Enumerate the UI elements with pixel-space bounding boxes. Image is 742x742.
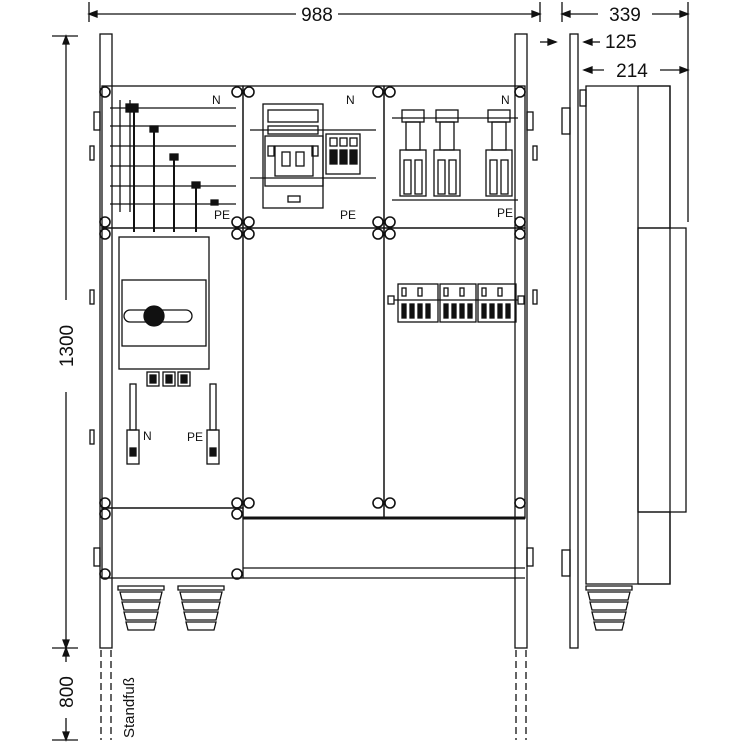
label-n-terminal: N <box>143 429 152 443</box>
side-housing <box>585 85 671 585</box>
corner-screws <box>99 86 526 580</box>
dimension-depth-box: 214 <box>582 61 690 82</box>
meter-unit <box>262 103 324 209</box>
front-view: Standfuß <box>89 33 538 740</box>
main-switch <box>118 236 220 465</box>
label-n-fuse: N <box>501 93 510 107</box>
depth-total-value: 339 <box>609 5 641 26</box>
dimension-height: 1300 <box>52 34 78 650</box>
foot-height-value: 800 <box>57 676 78 708</box>
right-post <box>514 33 528 649</box>
left-post <box>99 33 113 649</box>
standfuss-label: Standfuß <box>121 677 138 738</box>
busbar-system <box>110 100 236 232</box>
depth-box-value: 214 <box>616 61 648 82</box>
surge-protector <box>250 129 376 179</box>
side-post <box>569 33 579 649</box>
cable-gland-right <box>177 585 225 631</box>
terminal-blocks <box>387 283 525 323</box>
stand-foot-right <box>515 650 527 740</box>
side-cable-gland <box>585 585 633 631</box>
fuse-holders <box>392 109 518 201</box>
label-pe-terminal: PE <box>187 430 203 444</box>
side-view <box>561 33 687 649</box>
panel-terminals <box>383 227 526 519</box>
dimension-width: 988 <box>87 2 542 26</box>
label-pe-fuse: PE <box>497 206 513 220</box>
dimension-foot: 800 <box>52 646 78 742</box>
label-pe-busbar: PE <box>214 208 230 222</box>
stand-foot-left <box>100 650 112 740</box>
cable-gland-left <box>117 585 165 631</box>
label-n-busbar: N <box>212 93 221 107</box>
width-value: 988 <box>301 5 333 26</box>
panel-main-switch <box>101 227 244 509</box>
dimension-depth-front: 125 <box>540 32 637 53</box>
side-clamps <box>89 111 538 567</box>
dimension-depth-total: 339 <box>560 2 690 222</box>
height-value: 1300 <box>57 325 78 367</box>
label-pe-meter: PE <box>340 208 356 222</box>
side-door <box>637 227 687 513</box>
label-n-meter: N <box>346 93 355 107</box>
panel-empty <box>242 227 385 519</box>
panel-connection-box <box>101 507 244 579</box>
depth-front-value: 125 <box>605 32 637 53</box>
